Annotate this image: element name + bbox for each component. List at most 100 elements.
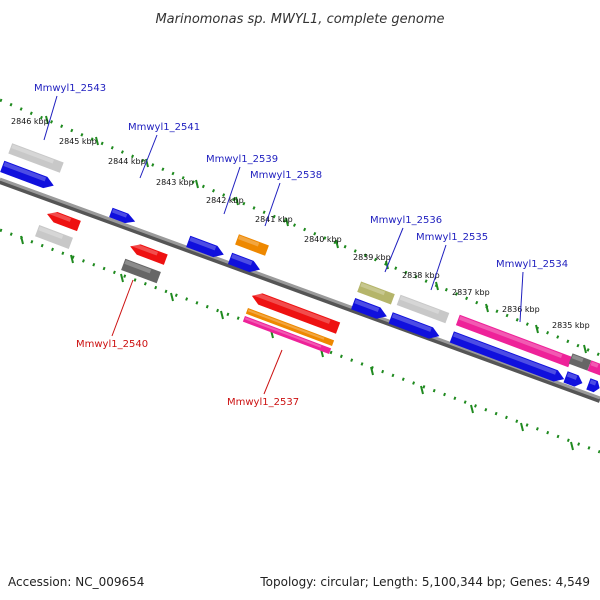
accession-text: Accession: NC_009654 [8,575,144,589]
tick-label: 2844 kbp [108,157,146,166]
feature-red-highlight [48,210,72,222]
ruler-upper-tick [195,179,199,189]
feature-blue-highlight [453,332,557,375]
label-leader-reverse [263,349,283,395]
feature-gray-light-body [35,225,73,249]
ruler-upper-tick [435,281,439,291]
feature-blue-body [351,298,387,319]
feature-blue [449,331,565,382]
backbone-shadow [0,178,600,403]
feature-blue-body [186,235,224,258]
gene-label-reverse: Mmwyl1_2540 [76,339,148,350]
label-leader-forward [430,244,447,291]
ruler-upper-tick [485,303,489,313]
feature-gray-dark [121,258,161,284]
feature-gray-light-body [8,143,64,173]
gene-label-forward: Mmwyl1_2536 [370,215,442,226]
feature-orange-body [245,308,335,346]
tick-label: 2840 kbp [304,235,342,244]
feature-gray-dark-body [568,353,592,371]
tick-label: 2835 kbp [552,321,590,330]
tick-label: 2838 kbp [402,271,440,280]
map-title: Marinomonas sp. MWYL1, complete genome [155,12,444,27]
feature-gray-light-highlight [38,226,64,240]
tick-label: 2843 kbp [156,178,194,187]
feature-blue-body [388,312,440,339]
feature-blue [186,235,224,258]
feature-blue [388,312,440,339]
feature-magenta-highlight [244,317,322,348]
feature-red [47,210,81,232]
feature-blue-highlight [3,162,47,182]
feature-orange [235,234,269,256]
gene-label-forward: Mmwyl1_2534 [496,259,568,270]
gene-label-forward: Mmwyl1_2538 [250,170,322,181]
ruler-lower-tick [20,235,24,245]
feature-gray-light [8,143,64,173]
feature-blue [0,160,54,189]
label-leader-forward [139,134,158,179]
feature-blue-body [0,160,54,189]
feature-blue-highlight [111,209,128,218]
ruler-lower-tick [570,441,574,451]
feature-blue-highlight [189,236,217,251]
ruler-upper-tick [385,260,389,270]
feature-red-highlight [131,242,159,256]
gene-label-forward: Mmwyl1_2535 [416,232,488,243]
ruler-upper-tick [45,115,49,125]
ruler-lower-tick [470,404,474,414]
feature-blue-highlight [354,299,380,313]
feature-gray-light-body [396,294,450,324]
feature-blue [586,378,600,393]
feature-orange-body [235,234,269,256]
feature-orange-highlight [247,309,325,340]
feature-red-highlight [253,291,331,324]
tick-label: 2837 kbp [452,288,490,297]
ruler-upper-tick [145,158,149,168]
topology-text: Topology: circular; Length: 5,100,344 bp… [259,575,590,589]
ruler-lower-tick [220,310,224,320]
tick-label: 2839 kbp [353,253,391,262]
gene-label-reverse: Mmwyl1_2537 [227,397,299,408]
feature-blue [351,298,387,319]
feature-magenta [242,316,332,354]
feature-gray-light-highlight [11,144,54,164]
feature-blue [563,371,583,387]
ruler-upper-tick [285,217,289,227]
ruler-lower-tick [520,422,524,432]
feature-magenta [455,314,573,368]
feature-blue [227,252,260,273]
feature-blue-highlight [589,379,597,386]
feature-magenta [587,360,600,376]
label-leader-forward [519,271,524,323]
feature-gray-dark-highlight [571,354,584,363]
label-leader-forward [384,227,404,273]
feature-blue-body [227,252,260,273]
ruler-upper-tick [95,136,99,146]
feature-magenta-highlight [458,316,563,358]
feature-orange [245,308,335,346]
feature-magenta-body [455,314,573,368]
label-leader-reverse [111,279,134,337]
feature-red-body [251,293,341,334]
feature-magenta-highlight [590,361,599,368]
feature-blue-body [109,207,136,224]
feature-olive-highlight [360,282,386,296]
feature-olive-body [357,281,395,305]
ruler-lower-tick [420,385,424,395]
feature-red-body [47,212,81,232]
feature-gray-light [35,225,73,249]
ruler-upper-tick [235,196,239,206]
backbone-line [0,177,600,400]
gene-label-forward: Mmwyl1_2543 [34,83,106,94]
ruler-lower-tick [70,254,74,264]
ruler-upper-tick [583,344,587,354]
label-leader-forward [264,182,281,227]
ruler-lower-tick [170,292,174,302]
tick-label: 2845 kbp [59,137,97,146]
feature-blue-highlight [231,254,253,266]
ruler-upper-tick [535,324,539,334]
feature-magenta-body [242,316,332,354]
